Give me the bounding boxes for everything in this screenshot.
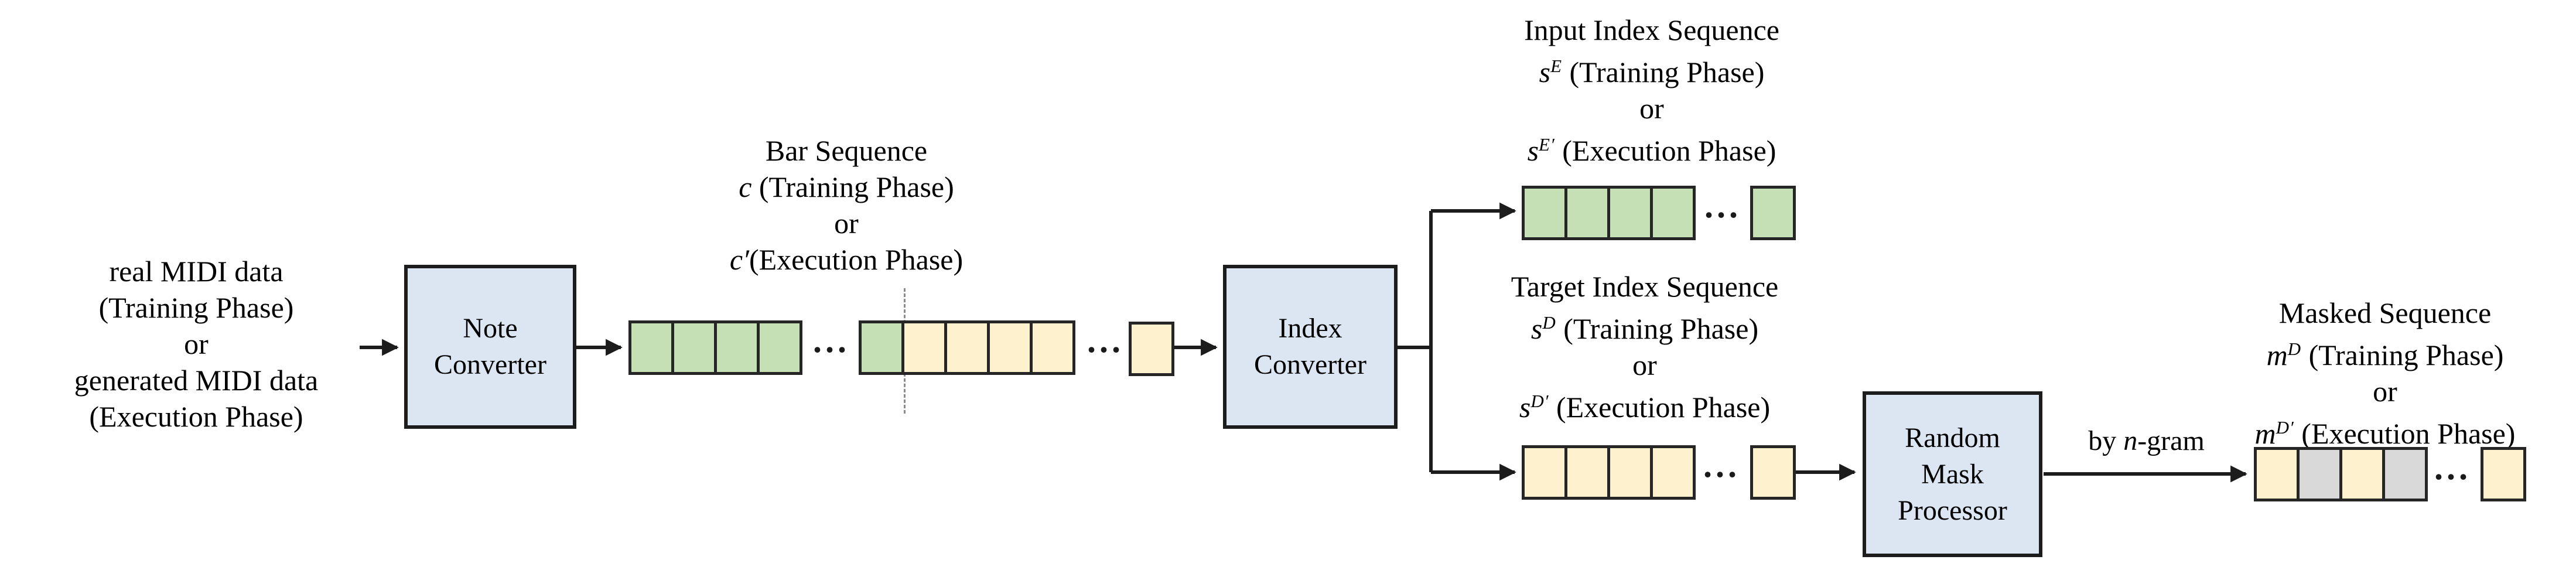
label-line: generated MIDI data [74,364,319,397]
input-index-sequence-tail-cell [1750,186,1796,240]
label-line: Mask [1921,458,1984,490]
yellow-token-cell [901,320,947,375]
ellipsis-bar-1: ... [813,321,850,360]
yellow-token-cell [2481,447,2526,501]
yellow-token-cell [1564,445,1610,500]
masked-sequence-group [2254,447,2428,501]
label-line: Note [463,313,518,344]
label-line: Random [1905,422,2000,453]
midi-input-label: real MIDI data(Training Phase)or generate… [12,253,381,435]
green-token-cell [1650,186,1696,240]
green-token-cell [1607,186,1653,240]
label-line: sD′ (Execution Phase) [1519,391,1771,424]
label-line: Converter [1254,349,1366,380]
label-line: Converter [434,349,546,380]
yellow-token-cell [1607,445,1653,500]
yellow-token-cell [987,320,1033,375]
label-line: Bar Sequence [765,134,928,167]
green-token-cell [628,320,674,375]
target-index-sequence-tail-cell [1750,445,1796,500]
bar-sequence-group-2 [859,320,1075,375]
green-token-cell [714,320,760,375]
ellipsis-masked: ... [2434,448,2471,487]
masked-sequence-label: Masked Sequence mD (Training Phase)or mD′ … [2198,295,2572,452]
masked-sequence-tail-cell [2481,447,2526,501]
ellipsis-bar-2: ... [1087,321,1124,360]
label-line: mD (Training Phase) [2266,339,2504,372]
label-line: (Execution Phase) [89,400,303,433]
label-line: or [184,327,209,360]
label-line: mD′ (Execution Phase) [2254,417,2516,450]
yellow-token-cell [2254,447,2300,501]
green-token-cell [1522,186,1567,240]
label-line: sD (Training Phase) [1530,312,1759,346]
yellow-token-cell [1750,445,1796,500]
input-index-sequence-label: Input Index Sequence sE (Training Phase)o… [1464,12,1839,169]
gray-token-cell [2382,447,2428,501]
gray-token-cell [2297,447,2342,501]
label-line: c (Training Phase) [739,170,954,203]
label-line: Input Index Sequence [1524,13,1779,46]
label-line: or [834,207,859,240]
target-index-sequence-label: Target Index Sequence sD (Training Phase)… [1457,268,1832,425]
label-line: or [2373,375,2397,408]
green-token-cell [757,320,802,375]
yellow-token-cell [1030,320,1075,375]
yellow-token-cell [1650,445,1696,500]
label-line: by n-gram [2088,425,2205,456]
green-token-cell [1564,186,1610,240]
label-line: Target Index Sequence [1511,270,1779,303]
label-line: Index [1278,313,1342,344]
input-index-sequence-group [1522,186,1696,240]
by-n-gram-label: by n-gram [2045,423,2247,459]
label-line: sE (Training Phase) [1539,56,1765,89]
target-index-sequence-group [1522,445,1696,500]
yellow-token-cell [944,320,990,375]
ellipsis-input: ... [1704,186,1741,225]
label-line: or [1632,349,1657,382]
green-token-cell [671,320,717,375]
yellow-token-cell [1522,445,1567,500]
green-token-cell [859,320,904,375]
label-line: real MIDI data [109,255,283,288]
yellow-token-cell [2339,447,2385,501]
label-line: or [1639,92,1664,125]
label-line: (Training Phase) [98,291,294,324]
label-line: c′(Execution Phase) [729,243,964,276]
green-token-cell [1750,186,1796,240]
ellipsis-target: ... [1703,446,1740,484]
label-line: Processor [1898,494,2007,526]
label-line: sE′ (Execution Phase) [1527,134,1776,168]
label-line: Masked Sequence [2278,296,2492,329]
bar-sequence-tail-cell [1129,322,1174,376]
bar-sequence-group-1 [628,320,802,375]
yellow-token-cell [1129,322,1174,376]
